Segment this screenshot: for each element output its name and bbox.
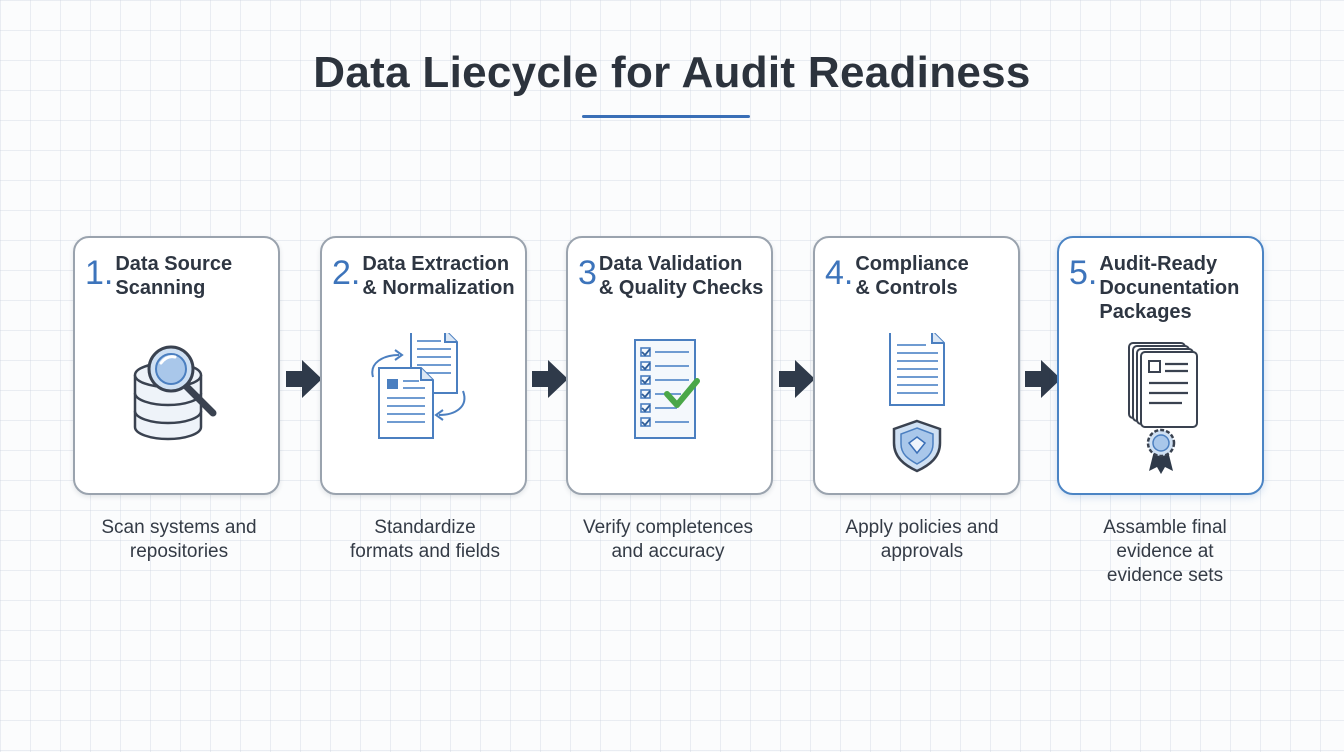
document-transform-icon: [370, 333, 465, 439]
title-underline: [582, 115, 750, 118]
document-shield-icon: [888, 333, 945, 473]
step-card-5: 5. Audit-Ready Docunentation Packages: [1057, 236, 1264, 495]
flow-arrow-2: [532, 360, 568, 398]
step-title-3: Data Validation & Quality Checks: [598, 253, 764, 299]
step-number-2: 2.: [332, 254, 361, 292]
step-header-1: 1. Data Source Scanning: [85, 250, 272, 300]
step-header-2: 2. Data Extraction & Normalization: [332, 250, 519, 300]
step-card-4: 4. Compliance & Controls: [813, 236, 1020, 495]
step-description-2: Standardize formats and fields: [350, 517, 500, 562]
step-header-5: 5. Audit-Ready Docunentation Packages: [1069, 250, 1256, 324]
step-number-5: 5.: [1069, 254, 1098, 292]
step-number-4: 4.: [825, 254, 854, 292]
step-description-1: Scan systems and repositories: [101, 517, 257, 562]
flow-arrow-1: [286, 360, 322, 398]
step-number-1: 1.: [85, 254, 114, 292]
step-description-3: Verify completences and accuracy: [582, 517, 754, 562]
step-title-2: Data Extraction & Normalization: [362, 253, 515, 299]
flow-arrow-3: [779, 360, 815, 398]
step-description-5: Assamble final evidence at evidence sets: [1103, 517, 1227, 586]
document-stack-award-icon: [1127, 342, 1198, 474]
checklist-icon: [633, 339, 700, 439]
flow-arrow-4: [1025, 360, 1061, 398]
step-title-1: Data Source Scanning: [115, 253, 233, 299]
step-number-3: 3: [578, 254, 597, 292]
step-card-1: 1. Data Source Scanning: [73, 236, 280, 495]
step-header-3: 3 Data Validation & Quality Checks: [578, 250, 765, 300]
step-header-4: 4. Compliance & Controls: [825, 250, 1012, 300]
diagram-title: Data Liecycle for Audit Readiness: [313, 48, 1031, 97]
step-title-4: Compliance & Controls: [855, 253, 969, 299]
database-search-icon: [133, 345, 216, 441]
step-title-5: Audit-Ready Docunentation Packages: [1099, 253, 1240, 323]
step-description-4: Apply policies and approvals: [845, 517, 999, 562]
step-card-2: 2. Data Extraction & Normalization: [320, 236, 527, 495]
step-card-3: 3 Data Validation & Quality Checks: [566, 236, 773, 495]
